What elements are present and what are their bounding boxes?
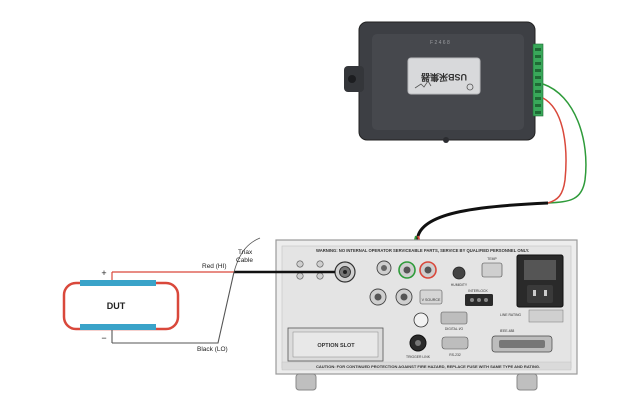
- option-slot: OPTION SLOT: [287, 327, 384, 362]
- caution-text: CAUTION: FOR CONTINUED PROTECTION AGAINS…: [316, 364, 540, 369]
- triax-label-line1: Triax: [238, 249, 253, 256]
- triax-wiring: [112, 237, 335, 344]
- logo-icon: [466, 83, 474, 91]
- ieee488-port: IEEE-488: [491, 329, 553, 353]
- humidity-label: HUMIDITY: [451, 283, 468, 287]
- dut-top-plate: [80, 280, 156, 286]
- instrument-rear-panel: WARNING: NO INTERNAL OPERATOR SERVICEABL…: [275, 239, 578, 391]
- temp-label: TEMP: [487, 257, 497, 261]
- red-hi-label: Red (HI): [202, 263, 227, 270]
- coax-connectors: V SOURCE: [369, 260, 443, 306]
- triax-label-line2: Cable: [236, 257, 253, 264]
- dut-label: DUT: [107, 301, 126, 311]
- small-jacks: [296, 260, 324, 280]
- usb-module: F 2 4 6 8 USB采集器: [344, 21, 544, 143]
- terminal-block: [532, 43, 544, 117]
- triax-label-leader: [233, 237, 261, 273]
- interlock-connector: INTERLOCK: [465, 289, 493, 306]
- humidity-temp: HUMIDITY TEMP: [451, 257, 503, 287]
- usb-module-small-text: F 2 4 6 8: [430, 40, 450, 46]
- right-foot: [516, 373, 538, 391]
- black-lo-label: Black (LO): [197, 346, 228, 353]
- black-cable: [414, 201, 549, 259]
- usb-module-label: USB采集器: [420, 72, 467, 83]
- left-foot: [295, 373, 317, 391]
- line-rating-block: LINE RATING: [500, 309, 564, 323]
- v-source-label: V SOURCE: [422, 298, 441, 302]
- ieee488-label: IEEE-488: [500, 329, 515, 333]
- dut: DUT + −: [62, 268, 180, 343]
- red-signal-wire: [542, 97, 567, 204]
- dut-minus-sign: −: [101, 333, 106, 343]
- dut-bottom-plate: [80, 324, 156, 330]
- rs232-label: RS-232: [449, 353, 461, 357]
- signal-icon: [414, 80, 432, 89]
- interlock-label: INTERLOCK: [468, 289, 488, 293]
- black-lo-wire: [112, 271, 235, 344]
- digital-io-label: DIGITAL I/O: [445, 327, 464, 331]
- trigger-link-label: TRIGGER LINK: [406, 355, 431, 359]
- digital-io-port: DIGITAL I/O: [440, 311, 468, 331]
- triax-input-connector: [334, 261, 356, 283]
- dut-plus-sign: +: [101, 268, 106, 278]
- green-signal-wire: [542, 83, 587, 204]
- power-entry-module: [516, 254, 564, 308]
- trigger-link-port: TRIGGER LINK: [406, 334, 431, 359]
- option-slot-label: OPTION SLOT: [317, 343, 355, 349]
- line-rating-label: LINE RATING: [500, 313, 521, 317]
- warning-text: WARNING: NO INTERNAL OPERATOR SERVICEABL…: [316, 248, 529, 253]
- ce-mark-icon: [413, 312, 429, 328]
- rs232-port: RS-232: [441, 336, 469, 357]
